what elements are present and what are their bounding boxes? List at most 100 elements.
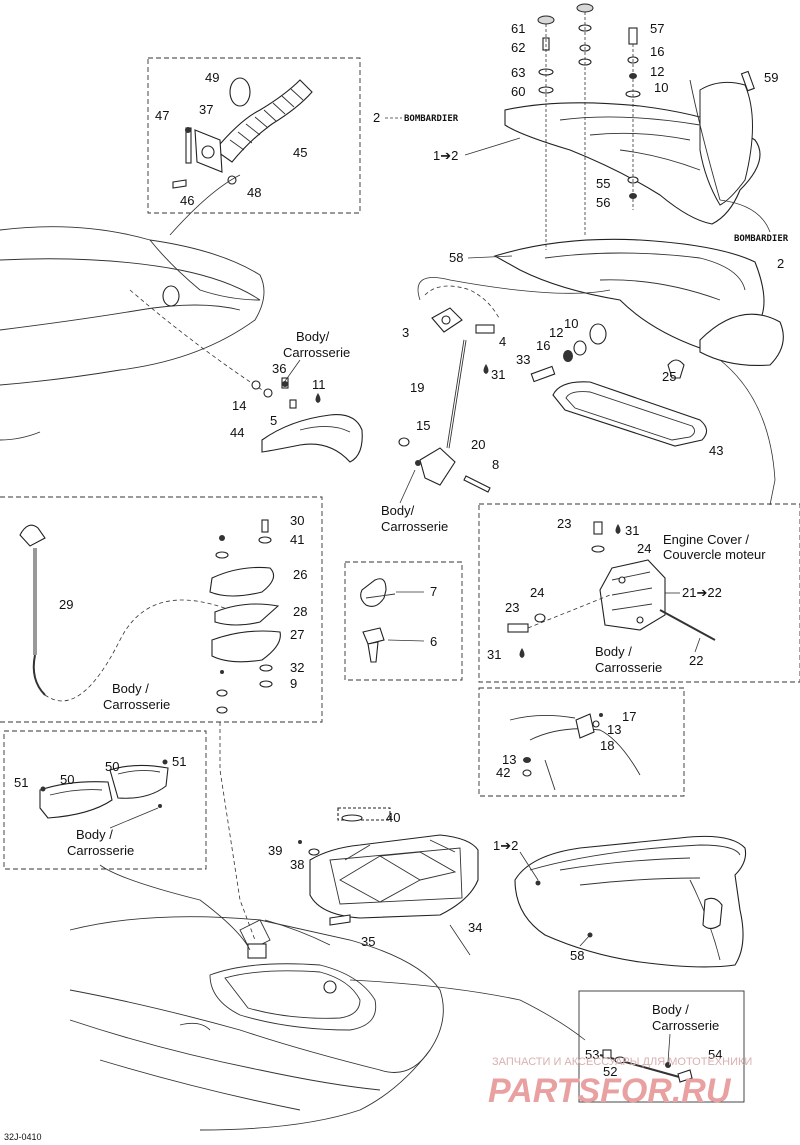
callout-18: 18 <box>600 738 614 753</box>
watermark-subtitle: ЗАПЧАСТИ И АКСЕССУАРЫ ДЛЯ МОТОТЕХНИКИ <box>492 1056 752 1068</box>
callout-59: 59 <box>764 70 778 85</box>
callout-39: 39 <box>268 843 282 858</box>
callout-36: 36 <box>272 361 286 376</box>
hinge-21 <box>599 559 716 641</box>
callout-50-right: 50 <box>105 759 119 774</box>
callout-8: 8 <box>492 457 499 472</box>
hose-clamp-7 <box>360 578 396 607</box>
callout-62: 62 <box>511 40 525 55</box>
label-body-5a: Body / <box>76 827 113 842</box>
glovebox-liner-left <box>39 781 113 819</box>
bracket-detail-box <box>478 687 685 797</box>
callout-51-left: 51 <box>14 775 28 790</box>
callout-48: 48 <box>247 185 261 200</box>
glovebox-liner-right <box>109 764 169 799</box>
callout-2-top: 2 <box>373 110 380 125</box>
callout-14-left: 14 <box>232 398 246 413</box>
callout-15: 15 <box>416 418 430 433</box>
callout-23-left: 23 <box>505 600 519 615</box>
seat-cover-assembly <box>504 79 761 225</box>
callout-41: 41 <box>290 532 304 547</box>
callout-28: 28 <box>293 604 307 619</box>
footrest-tray-34 <box>298 807 479 926</box>
callout-42: 42 <box>496 765 510 780</box>
label-engine-cover: Engine Cover / <box>663 532 749 547</box>
callout-13-right: 13 <box>607 722 621 737</box>
label-body-5b: Carrosserie <box>67 843 134 858</box>
label-body-3b: Carrosserie <box>103 697 170 712</box>
latch-cable-29 <box>19 524 231 702</box>
label-engine-cover-fr: Couvercle moteur <box>663 547 766 562</box>
callout-17: 17 <box>622 709 636 724</box>
callout-31-left: 31 <box>487 647 501 662</box>
bolt-stack-right <box>625 27 641 210</box>
seat-lower-right <box>514 835 747 968</box>
label-body-2a: Body/ <box>381 503 415 518</box>
label-body-1b: Carrosserie <box>283 345 350 360</box>
pivot-stack <box>530 323 685 383</box>
callout-3: 3 <box>402 325 409 340</box>
callout-45: 45 <box>293 145 307 160</box>
callout-1to2-lower: 1➔2 <box>493 838 518 853</box>
label-body-6b: Carrosserie <box>652 1018 719 1033</box>
engine-cover-hinge-box <box>478 503 800 683</box>
hull-upper-left-view <box>0 174 271 441</box>
callout-23-top: 23 <box>557 516 571 531</box>
seal-43 <box>552 381 708 447</box>
callout-29: 29 <box>59 597 73 612</box>
callout-11: 11 <box>312 377 326 392</box>
rear-bolt-detail-box <box>578 990 745 1103</box>
push-screw-6 <box>362 627 385 663</box>
callout-34: 34 <box>468 920 482 935</box>
callout-25: 25 <box>662 369 676 384</box>
latch-mechanism <box>209 519 281 714</box>
callout-32: 32 <box>290 660 304 675</box>
callout-20: 20 <box>471 437 485 452</box>
bracket-18 <box>509 713 641 791</box>
diagram-reference-code: 32J-0410 <box>4 1132 42 1142</box>
callout-53: 53 <box>585 1047 599 1062</box>
label-body-6a: Body / <box>652 1002 689 1017</box>
callout-54: 54 <box>708 1047 722 1062</box>
callout-31-center: 31 <box>491 367 505 382</box>
callout-63: 63 <box>511 65 525 80</box>
gas-strut-assembly <box>398 277 611 493</box>
callout-56: 56 <box>596 195 610 210</box>
callout-24-top: 24 <box>637 541 651 556</box>
callout-27: 27 <box>290 627 304 642</box>
callout-38: 38 <box>290 857 304 872</box>
callout-2-right: 2 <box>777 256 784 271</box>
callout-57: 57 <box>650 21 664 36</box>
label-body-2b: Carrosserie <box>381 519 448 534</box>
callout-33: 33 <box>516 352 530 367</box>
bolt-stack-center <box>576 3 594 235</box>
callout-52: 52 <box>603 1064 617 1079</box>
callout-12-top: 12 <box>650 64 664 79</box>
callout-4: 4 <box>499 334 506 349</box>
callout-24-left: 24 <box>530 585 544 600</box>
callout-60: 60 <box>511 84 525 99</box>
callout-61: 61 <box>511 21 525 36</box>
label-body-3a: Body / <box>112 681 149 696</box>
callout-10-center: 10 <box>564 316 578 331</box>
callout-22: 22 <box>689 653 703 668</box>
storage-bin-tub <box>493 238 784 366</box>
callout-50-left: 50 <box>60 772 74 787</box>
callout-37: 37 <box>199 102 213 117</box>
label-body-4a: Body / <box>595 644 632 659</box>
callout-58-top: 58 <box>449 250 463 265</box>
clamp-screw-detail-box <box>344 561 463 681</box>
callout-47: 47 <box>155 108 169 123</box>
screw-59 <box>740 70 755 92</box>
callout-46: 46 <box>180 193 194 208</box>
brand-label-right: BOMBARDIER <box>734 234 789 244</box>
callout-40: 40 <box>386 810 400 825</box>
callout-16-center: 16 <box>536 338 550 353</box>
callout-21to22: 21➔22 <box>682 585 722 600</box>
hull-bottom-view <box>69 722 586 1131</box>
callout-7: 7 <box>430 584 437 599</box>
callout-5: 5 <box>270 413 277 428</box>
fuel-hose-detail-box <box>147 57 361 214</box>
